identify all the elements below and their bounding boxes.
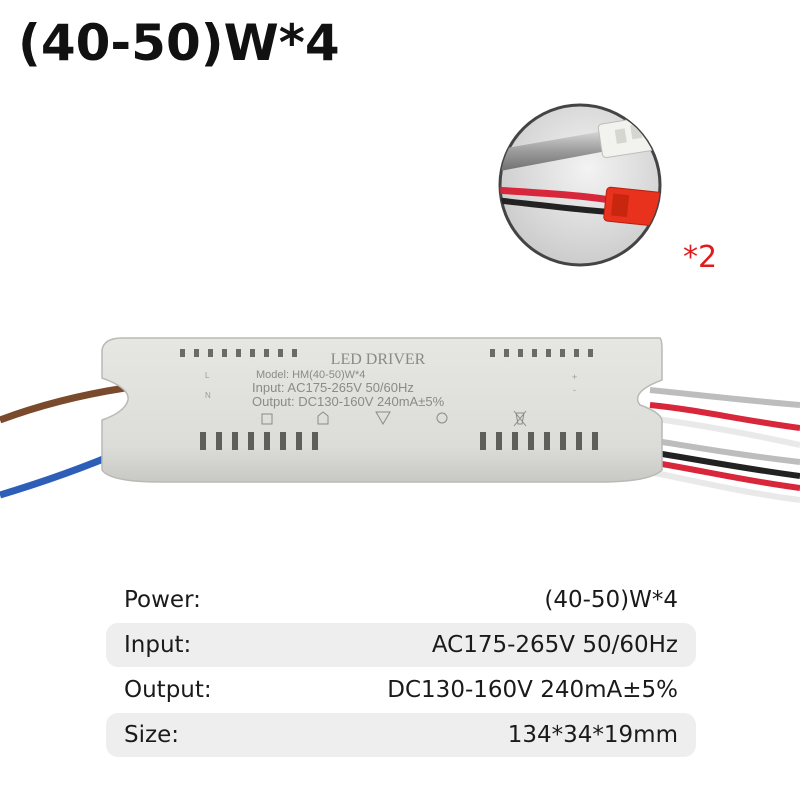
connector-zoom-circle [498,103,662,267]
double-insulation-icon [261,413,273,425]
spec-label: Input: [124,632,192,658]
spec-value: DC130-160V 240mA±5% [387,677,678,703]
spec-value: (40-50)W*4 [544,587,678,613]
device-model-line: Model: HM(40-50)W*4 [256,369,365,381]
spec-row-power: Power: (40-50)W*4 [106,578,696,622]
ignition-proof-icon [436,412,448,424]
terminal-n-label: N [205,391,211,400]
spec-row-input: Input: AC175-265V 50/60Hz [106,623,696,667]
terminal-plus-label: + [572,372,577,382]
f-mark-icon [375,411,391,425]
weee-bin-icon [513,410,527,427]
spec-label: Size: [124,722,179,748]
spec-table: Power: (40-50)W*4 Input: AC175-265V 50/6… [106,578,696,758]
spec-value: AC175-265V 50/60Hz [431,632,678,658]
indoor-use-icon [317,411,329,425]
spec-label: Output: [124,677,212,703]
spec-label: Power: [124,587,201,613]
spec-row-size: Size: 134*34*19mm [106,713,696,757]
terminal-minus-label: - [573,385,576,395]
spec-row-output: Output: DC130-160V 240mA±5% [106,668,696,712]
product-image: LED DRIVER Model: HM(40-50)W*4 Input: AC… [0,103,800,503]
page-title: (40-50)W*4 [18,14,340,72]
spec-value: 134*34*19mm [507,722,678,748]
device-brand-line: LED DRIVER [331,351,426,368]
terminal-l-label: L [205,371,210,380]
device-input-line: Input: AC175-265V 50/60Hz [252,380,414,395]
device-output-line: Output: DC130-160V 240mA±5% [252,394,445,409]
connector-quantity-label: *2 [683,240,718,275]
led-driver-housing: LED DRIVER Model: HM(40-50)W*4 Input: AC… [101,337,663,483]
